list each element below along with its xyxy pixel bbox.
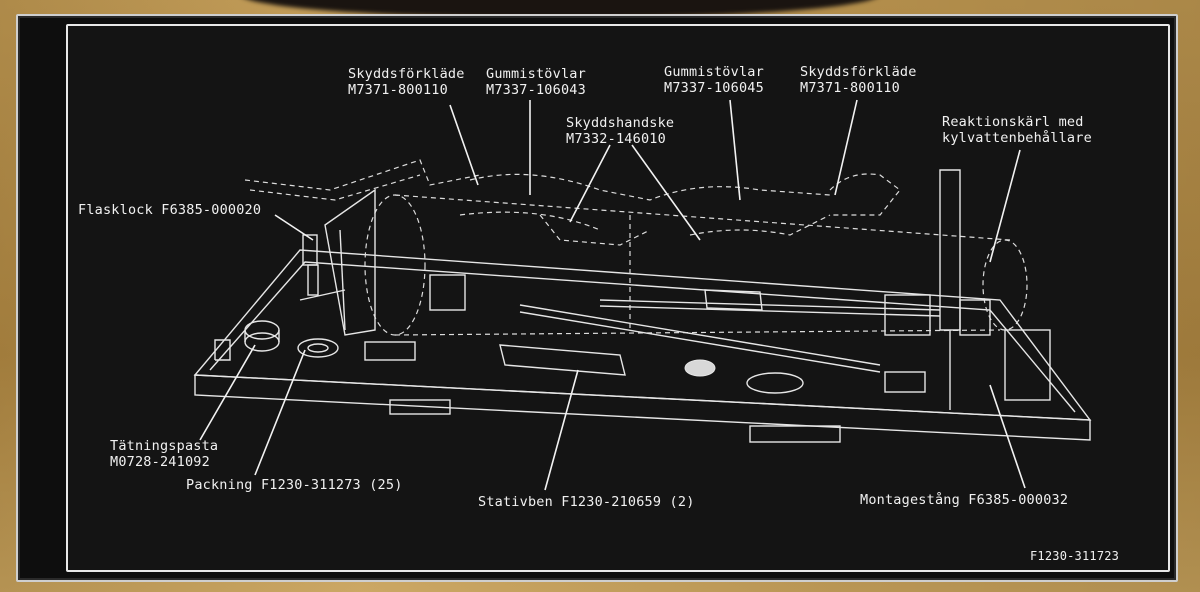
engraved-plate xyxy=(16,14,1178,582)
plate-border xyxy=(66,24,1170,572)
label-skyddsforklade-right: Skyddsförkläde M7371-800110 xyxy=(800,64,917,96)
label-code: M7371-800110 xyxy=(348,82,448,98)
label-line2: kylvattenbehållare xyxy=(942,130,1092,146)
label-name: Tätningspasta xyxy=(110,438,219,454)
leader-lines xyxy=(199,99,1026,491)
label-text: Packning F1230-311273 (25) xyxy=(186,477,403,493)
label-montagestang: Montagestång F6385-000032 xyxy=(860,492,1068,508)
label-code: M7337-106045 xyxy=(664,80,764,96)
label-text: Montagestång F6385-000032 xyxy=(860,492,1069,508)
label-name: Gummistövlar xyxy=(486,66,586,82)
label-name: Gummistövlar xyxy=(664,64,764,80)
label-packning: Packning F1230-311273 (25) xyxy=(186,477,403,493)
plate-id: F1230-311723 xyxy=(1030,548,1119,564)
label-name: Skyddsförkläde xyxy=(348,66,465,82)
gasket xyxy=(297,338,339,358)
base-tray xyxy=(193,249,1092,443)
label-code: M7371-800110 xyxy=(800,80,900,96)
label-text: Flasklock F6385-000020 xyxy=(78,202,262,218)
label-skyddshandske: Skyddshandske M7332-146010 xyxy=(566,115,674,147)
protective-gear xyxy=(244,159,901,246)
reaction-vessel xyxy=(364,194,1028,336)
sealing-paste-tin xyxy=(244,320,280,352)
stand-posts xyxy=(324,169,991,410)
label-gummistovlar-right: Gummistövlar M7337-106045 xyxy=(664,64,764,96)
label-name: Skyddsförkläde xyxy=(800,64,917,80)
label-skyddsforklade-left: Skyddsförkläde M7371-800110 xyxy=(348,66,465,98)
label-name: Skyddshandske xyxy=(566,115,675,131)
flask-cap xyxy=(299,234,346,301)
label-text: Stativben F1230-210659 (2) xyxy=(478,494,695,510)
label-reaktionskarl: Reaktionskärl med kylvattenbehållare xyxy=(942,114,1092,146)
label-gummistovlar-left: Gummistövlar M7337-106043 xyxy=(486,66,586,98)
label-code: M0728-241092 xyxy=(110,454,210,470)
label-stativben: Stativben F1230-210659 (2) xyxy=(478,494,695,510)
plate-id-text: F1230-311723 xyxy=(1030,549,1120,563)
label-line1: Reaktionskärl med xyxy=(942,114,1084,130)
label-code: M7332-146010 xyxy=(566,131,666,147)
top-shadow xyxy=(240,0,880,18)
rods xyxy=(499,289,1051,401)
label-code: M7337-106043 xyxy=(486,82,586,98)
label-flasklock: Flasklock F6385-000020 xyxy=(78,202,261,218)
label-tatningspasta: Tätningspasta M0728-241092 xyxy=(110,438,218,470)
